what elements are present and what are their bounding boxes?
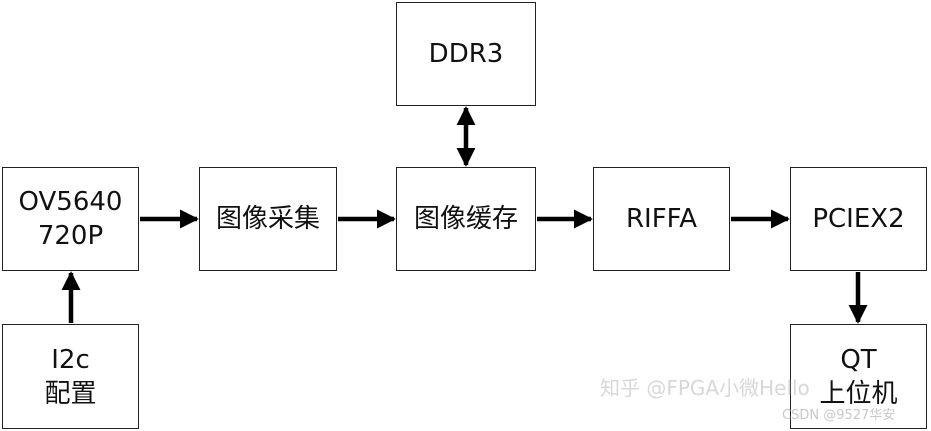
box-pcie-x2: PCIEX2 <box>790 167 927 271</box>
i2c-label: I2c <box>51 344 90 375</box>
zhihu-watermark: 知乎 @FPGA小微Hello <box>600 376 810 400</box>
box-image-buffer: 图像缓存 <box>396 167 536 271</box>
csdn-watermark: CSDN @9527华安 <box>782 408 896 423</box>
box-i2c-config: I2c 配置 <box>2 324 139 429</box>
box-image-capture: 图像采集 <box>199 167 337 271</box>
capture-label: 图像采集 <box>215 204 320 234</box>
box-ov5640-camera: OV5640 720P <box>2 167 139 271</box>
buffer-label: 图像缓存 <box>413 204 518 234</box>
camera-resolution-label: 720P <box>37 221 104 251</box>
qt-label: QT <box>840 344 877 375</box>
config-label: 配置 <box>44 378 97 409</box>
ddr3-label: DDR3 <box>428 39 504 69</box>
host-label: 上位机 <box>819 378 898 409</box>
box-ddr3: DDR3 <box>396 2 536 106</box>
pcie-label: PCIEX2 <box>812 204 905 234</box>
box-qt-host: QT 上位机 <box>790 324 927 429</box>
box-riffa: RIFFA <box>593 167 730 271</box>
camera-model-label: OV5640 <box>18 187 123 217</box>
riffa-label: RIFFA <box>625 204 698 234</box>
